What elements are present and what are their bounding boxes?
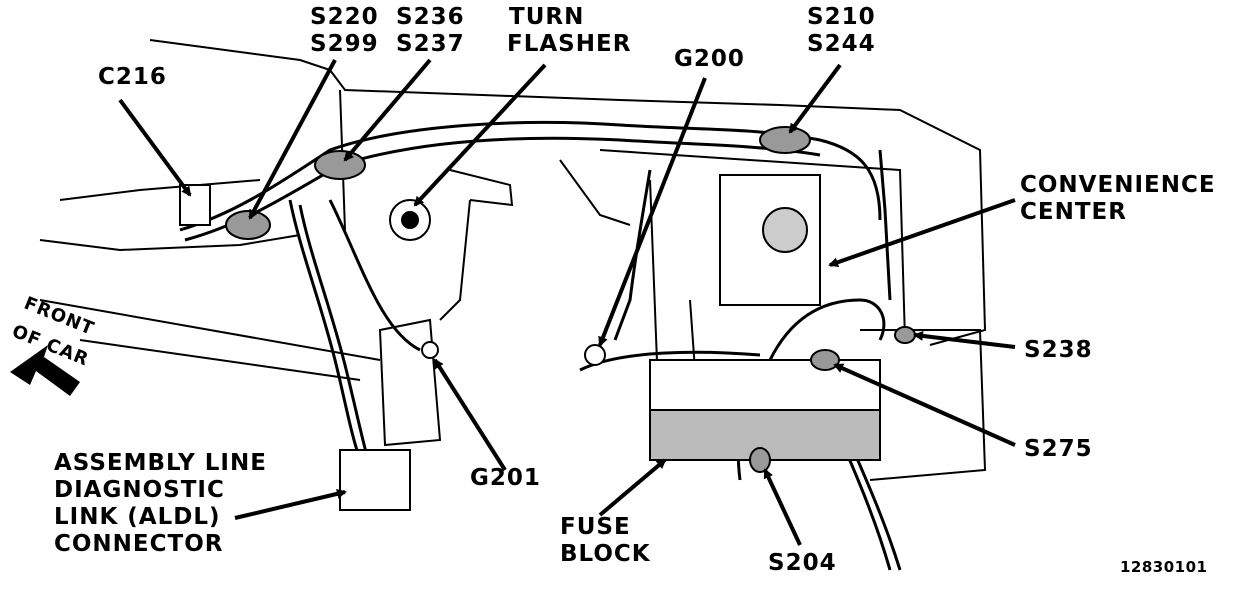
label-convenience-center: CONVENIENCE CENTER [1020,172,1216,226]
front-of-car-arrow [10,345,80,396]
label-s236-s237: S236 S237 [396,4,465,58]
label-s237: S237 [396,31,465,57]
label-s220: S220 [310,4,379,30]
label-s204: S204 [768,550,837,576]
label-aldl-3: LINK (ALDL) [54,504,221,530]
arrow-convenience [828,198,1016,268]
arrow-s238 [913,330,1016,349]
g200-ground [584,344,606,366]
label-convenience: CONVENIENCE [1020,172,1216,198]
arrow-s220 [248,59,337,220]
s220-splice [225,210,271,240]
label-aldl-1: ASSEMBLY LINE [54,450,267,476]
s204-splice [749,447,771,473]
label-g201: G201 [470,465,541,491]
label-aldl-2: DIAGNOSTIC [54,477,225,503]
label-s236: S236 [396,4,465,30]
label-g200: G200 [674,46,745,72]
pointer-arrows [118,58,1016,546]
arrow-c216 [118,98,192,197]
arrow-g201 [433,358,507,472]
label-s210-s244: S210 S244 [807,4,876,58]
arrow-s204 [763,468,802,546]
arrow-s210 [788,63,842,134]
figure-id: 12830101 [1120,558,1208,576]
arrow-s236 [343,58,432,162]
label-s210: S210 [807,4,876,30]
arrow-aldl [234,488,347,520]
g201-ground [421,341,439,359]
label-s299: S299 [310,31,379,57]
components [179,126,916,511]
label-block: BLOCK [560,541,651,567]
label-aldl-4: CONNECTOR [54,531,224,557]
label-s238: S238 [1024,337,1093,363]
label-c216: C216 [98,64,167,90]
label-center: CENTER [1020,199,1127,225]
c216-connector [179,184,211,226]
arrow-turn-flasher [413,63,547,207]
label-s244: S244 [807,31,876,57]
label-s220-s299: S220 S299 [310,4,379,58]
label-fuse: FUSE [560,514,631,540]
s210-splice [759,126,811,154]
s275-splice [810,349,840,371]
label-turn: TURN [509,4,585,30]
label-s275: S275 [1024,436,1093,462]
label-turn-flasher: TURN FLASHER [507,4,631,58]
label-flasher: FLASHER [507,31,632,57]
s236-splice [314,150,366,180]
arrow-g200 [598,77,707,347]
aldl-connector-box [339,449,411,511]
label-aldl: ASSEMBLY LINE DIAGNOSTIC LINK (ALDL) CON… [54,450,267,558]
label-fuse-block: FUSE BLOCK [560,514,651,568]
s238-splice [894,326,916,344]
arrow-fuse-block [598,458,667,517]
arrow-s275 [833,363,1016,447]
